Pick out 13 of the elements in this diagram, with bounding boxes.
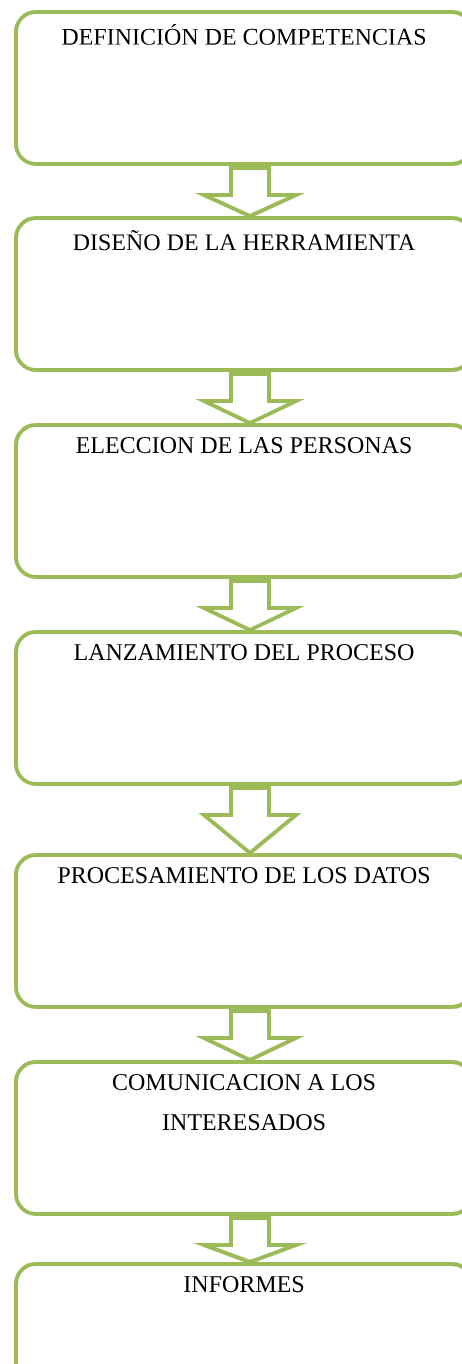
process-box: DEFINICIÓN DE COMPETENCIAS (14, 10, 462, 166)
block-arrow (195, 579, 305, 633)
process-box: LANZAMIENTO DEL PROCESO (14, 630, 462, 786)
process-box: INFORMES (14, 1262, 462, 1364)
block-arrow (192, 1216, 308, 1265)
process-box: PROCESAMIENTO DE LOS DATOS (14, 853, 462, 1009)
block-arrow (195, 1009, 305, 1063)
block-arrow (198, 786, 302, 856)
block-arrow (195, 372, 305, 426)
process-box: DISEÑO DE LA HERRAMIENTA (14, 216, 462, 372)
block-arrow (194, 166, 306, 219)
process-box: ELECCION DE LAS PERSONAS (14, 423, 462, 579)
process-box: COMUNICACION A LOS INTERESADOS (14, 1060, 462, 1216)
